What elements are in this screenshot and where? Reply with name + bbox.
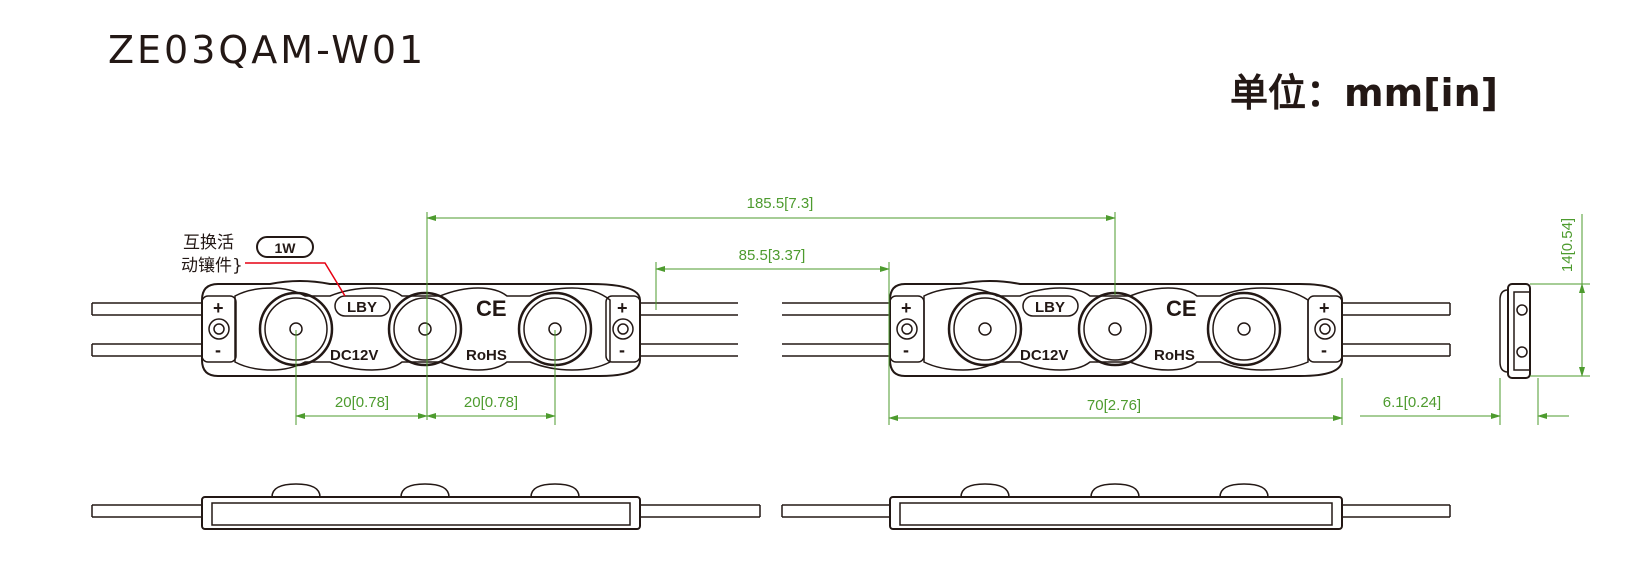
voltage-mark-right: DC12V xyxy=(1020,347,1068,364)
rohs-mark-left: RoHS xyxy=(466,347,507,364)
unit-label: 单位：mm[in] xyxy=(1229,71,1498,115)
minus-mark-left-a: - xyxy=(215,340,221,360)
callout xyxy=(245,236,346,297)
callout-line-2: 动镶件} xyxy=(181,255,243,276)
plus-mark-right-a: + xyxy=(901,298,912,318)
power-badge: 1W xyxy=(275,240,297,256)
plus-mark-left-b: + xyxy=(617,298,628,318)
plus-mark-left-a: + xyxy=(213,298,224,318)
dim-thickness: 6.1[0.24] xyxy=(1383,394,1441,411)
ce-mark-right: CE xyxy=(1166,296,1197,321)
module-side-view xyxy=(1499,283,1531,379)
module-left-front xyxy=(91,280,738,377)
rohs-mark-right: RoHS xyxy=(1154,347,1195,364)
dim-module-length: 70[2.76] xyxy=(1087,397,1141,414)
dim-width: 14[0.54] xyxy=(1559,218,1576,272)
plus-mark-right-b: + xyxy=(1319,298,1330,318)
ce-mark-left: CE xyxy=(476,296,507,321)
dim-led-spacing-left: 20[0.78] xyxy=(335,394,389,411)
brand-mark-right: LBY xyxy=(1035,299,1065,316)
minus-mark-right-a: - xyxy=(903,340,909,360)
module-right-front xyxy=(782,280,1451,377)
voltage-mark-left: DC12V xyxy=(330,347,378,364)
minus-mark-right-b: - xyxy=(1321,340,1327,360)
module-left-profile xyxy=(91,483,761,530)
brand-mark-left: LBY xyxy=(347,299,377,316)
module-right-profile xyxy=(781,483,1451,530)
dim-led-spacing-right: 20[0.78] xyxy=(464,394,518,411)
dim-wire-gap: 85.5[3.37] xyxy=(739,247,806,264)
minus-mark-left-b: - xyxy=(619,340,625,360)
drawing-title: ZE03QAM-W01 xyxy=(108,28,427,72)
dim-pitch-total: 185.5[7.3] xyxy=(747,195,814,212)
dimension-lines xyxy=(295,212,1590,425)
callout-line-1: 互换活 xyxy=(183,233,234,253)
